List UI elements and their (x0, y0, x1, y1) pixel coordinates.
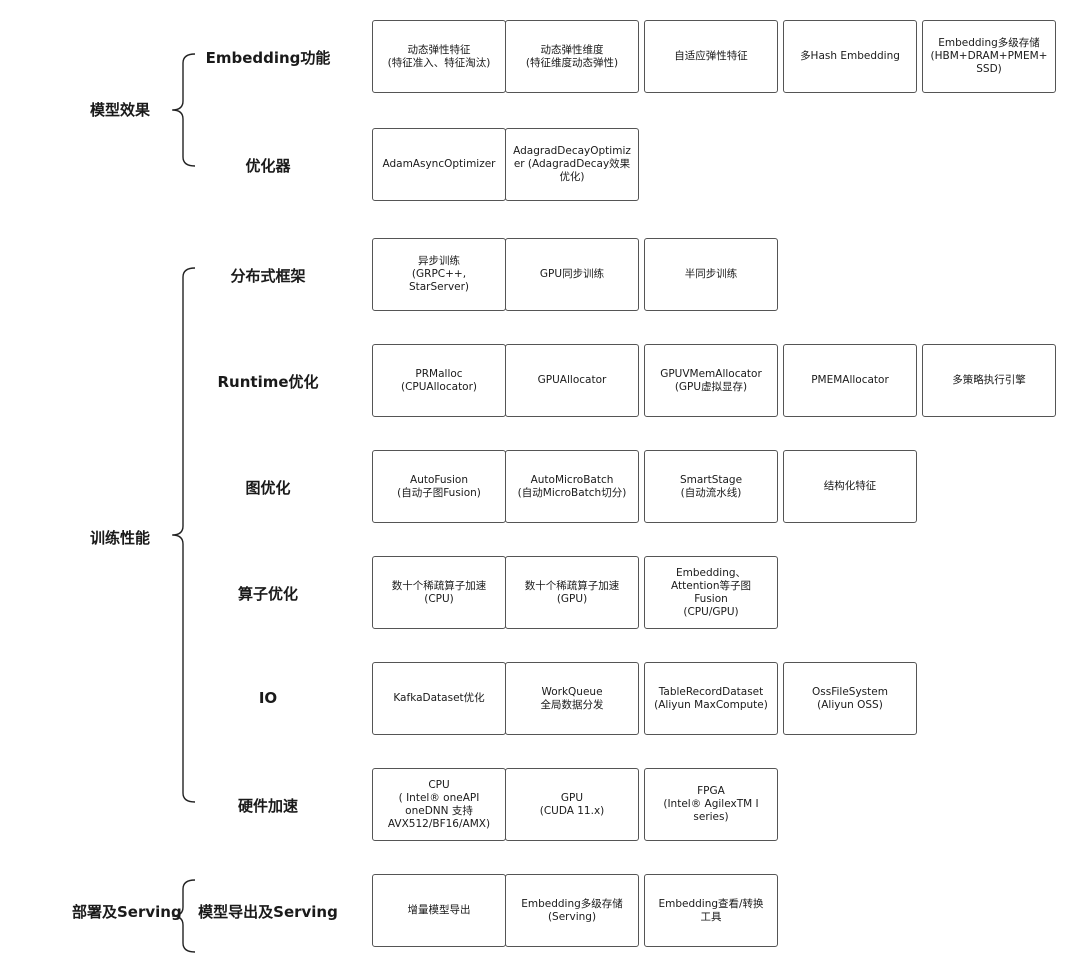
feature-box: GPU (CUDA 11.x) (505, 768, 639, 841)
feature-box: 多Hash Embedding (783, 20, 917, 93)
feature-box: GPUVMemAllocator (GPU虚拟显存) (644, 344, 778, 417)
section-label: 模型导出及Serving (198, 902, 338, 921)
category-label: 训练性能 (90, 529, 151, 547)
feature-box: 数十个稀疏算子加速 (CPU) (372, 556, 506, 629)
section-label: 分布式框架 (230, 266, 306, 285)
feature-box: Embedding多级存储 (Serving) (505, 874, 639, 947)
feature-box: Embedding查看/转换 工具 (644, 874, 778, 947)
feature-box: WorkQueue 全局数据分发 (505, 662, 639, 735)
feature-box: 动态弹性维度 (特征维度动态弹性) (505, 20, 639, 93)
group-brace (172, 879, 196, 953)
group-brace (172, 267, 196, 803)
feature-box: OssFileSystem (Aliyun OSS) (783, 662, 917, 735)
feature-box: 增量模型导出 (372, 874, 506, 947)
category-label: 部署及Serving (72, 903, 182, 921)
section-label: 算子优化 (237, 584, 299, 603)
feature-box: 自适应弹性特征 (644, 20, 778, 93)
feature-box: 动态弹性特征 (特征准入、特征淘汰) (372, 20, 506, 93)
section-label: IO (258, 688, 278, 707)
section-label: Runtime优化 (217, 372, 319, 391)
feature-box: 半同步训练 (644, 238, 778, 311)
feature-box: AutoFusion (自动子图Fusion) (372, 450, 506, 523)
feature-box: AdagradDecayOptimizer (AdagradDecay效果优化) (505, 128, 639, 201)
feature-box: AdamAsyncOptimizer (372, 128, 506, 201)
section-label: Embedding功能 (205, 48, 331, 67)
category-label: 模型效果 (90, 101, 151, 119)
feature-box: TableRecordDataset (Aliyun MaxCompute) (644, 662, 778, 735)
feature-box: PRMalloc (CPUAllocator) (372, 344, 506, 417)
feature-box: KafkaDataset优化 (372, 662, 506, 735)
feature-box: SmartStage (自动流水线) (644, 450, 778, 523)
feature-box: 数十个稀疏算子加速 (GPU) (505, 556, 639, 629)
feature-box: PMEMAllocator (783, 344, 917, 417)
feature-box: FPGA (Intel® AgilexTM I series) (644, 768, 778, 841)
feature-box: CPU ( Intel® oneAPI oneDNN 支持 AVX512/BF1… (372, 768, 506, 841)
feature-box: 异步训练 (GRPC++, StarServer) (372, 238, 506, 311)
feature-box: GPUAllocator (505, 344, 639, 417)
feature-box: AutoMicroBatch (自动MicroBatch切分) (505, 450, 639, 523)
feature-box: 结构化特征 (783, 450, 917, 523)
feature-box: GPU同步训练 (505, 238, 639, 311)
group-brace (172, 53, 196, 167)
feature-box: Embedding、 Attention等子图 Fusion (CPU/GPU) (644, 556, 778, 629)
section-label: 硬件加速 (237, 796, 299, 815)
feature-box: 多策略执行引擎 (922, 344, 1056, 417)
feature-box: Embedding多级存储 (HBM+DRAM+PMEM+SSD) (922, 20, 1056, 93)
section-label: 图优化 (245, 478, 291, 497)
section-label: 优化器 (245, 156, 291, 175)
